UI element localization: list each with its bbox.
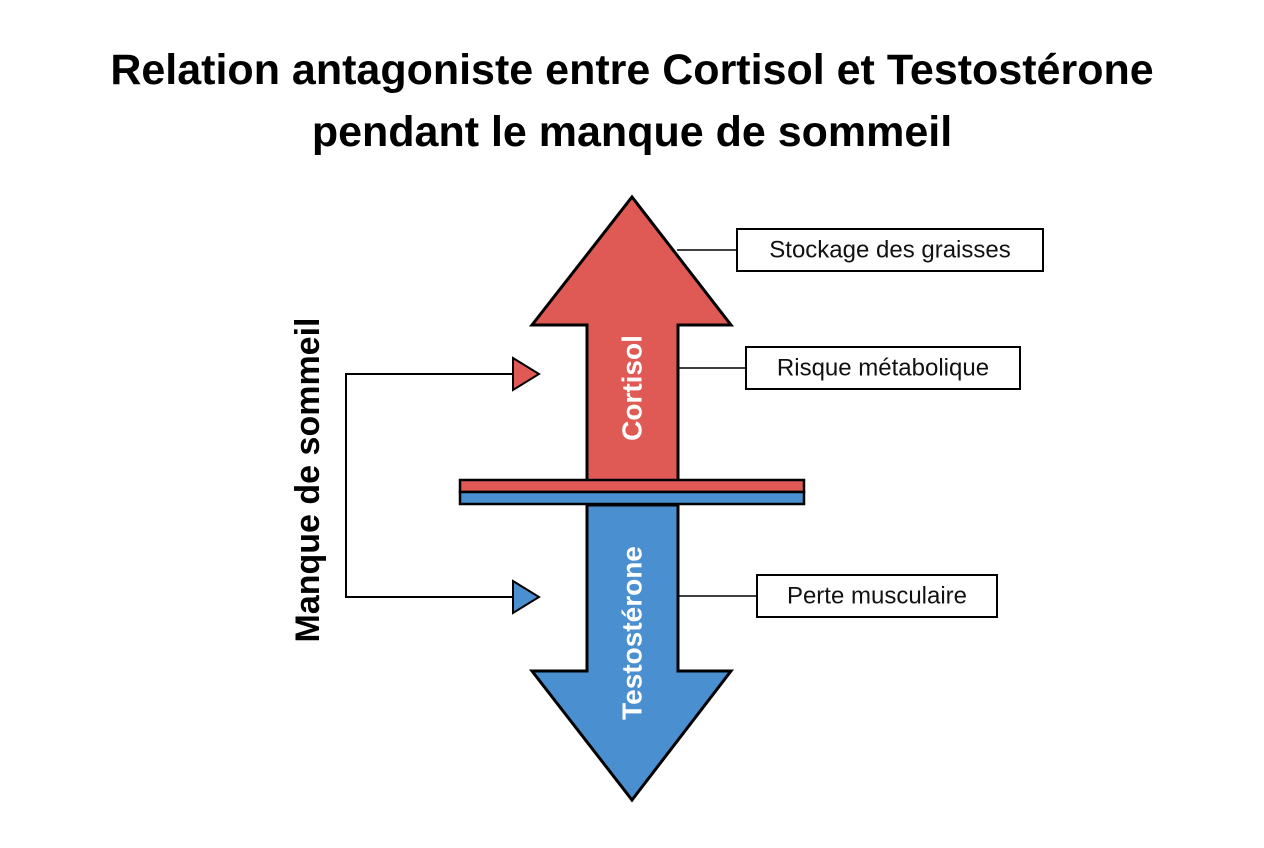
cortisol-label: Cortisol	[617, 335, 648, 441]
effect-fat-storage: Stockage des graisses	[769, 237, 1010, 264]
effect-box-metabolic-risk: Risque métabolique	[745, 346, 1021, 390]
bracket-pointer-up	[512, 356, 541, 392]
effect-box-fat-storage: Stockage des graisses	[736, 228, 1044, 272]
testosterone-label: Testostérone	[617, 546, 648, 720]
testosterone-arrow	[528, 503, 735, 803]
sleep-deprivation-label: Manque de sommeil	[289, 318, 327, 643]
title-line-2: pendant le manque de sommeil	[311, 108, 953, 156]
separator-bar	[458, 478, 806, 506]
effect-muscle-loss: Perte musculaire	[787, 583, 967, 610]
sleep-bracket	[345, 373, 512, 598]
title-line-1: Relation antagoniste entre Cortisol et T…	[110, 46, 1154, 94]
effect-metabolic-risk: Risque métabolique	[777, 355, 989, 382]
effect-box-muscle-loss: Perte musculaire	[756, 574, 998, 618]
bracket-pointer-down	[512, 579, 541, 615]
